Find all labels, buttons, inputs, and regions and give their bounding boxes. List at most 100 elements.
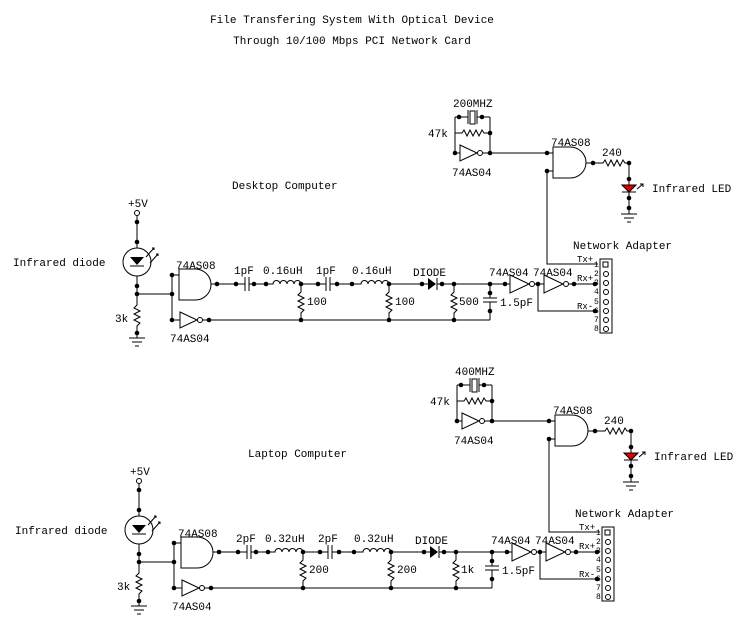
rx-inverter-label: 74AS04 — [170, 334, 210, 346]
led-label: Infrared LED — [652, 184, 732, 196]
transmitter: 74AS08 240 Infrared LED — [546, 406, 734, 533]
res3-label: 1k — [461, 565, 475, 577]
and-gate-icon — [178, 268, 212, 301]
ground-icon — [129, 333, 145, 347]
inductor-icon — [266, 280, 326, 285]
pin-tx-plus: Tx+ — [579, 523, 595, 533]
osc-inverter-label: 74AS04 — [452, 168, 492, 180]
ground-icon — [623, 481, 639, 491]
crystal-icon — [469, 110, 476, 125]
crystal-icon — [471, 378, 478, 393]
res2-label: 100 — [395, 297, 415, 309]
supply-label: +5V — [130, 467, 150, 479]
inverter-icon — [179, 311, 199, 329]
pin-number: 4 — [596, 556, 601, 565]
pin-number: 3 — [596, 547, 601, 556]
pin-number: 6 — [594, 307, 599, 316]
osc-resistor-label: 47k — [430, 397, 450, 409]
pin-tx-plus: Tx+ — [577, 255, 593, 265]
inv2-label: 74AS04 — [533, 268, 573, 280]
detector-label: Infrared diode — [15, 526, 107, 538]
inv1-label: 74AS04 — [491, 536, 531, 548]
inverter-icon — [509, 274, 531, 294]
ind1-label: 0.32uH — [265, 534, 305, 546]
inv2-label: 74AS04 — [535, 536, 575, 548]
resistor-icon — [298, 552, 308, 588]
circuit-desktop: Desktop Computer 200MHZ 47k 74AS04 74AS0… — [13, 99, 732, 347]
pin-number: 5 — [596, 566, 601, 575]
cap1-label: 1pF — [234, 266, 254, 278]
led-resistor-label: 240 — [604, 416, 624, 428]
circuit-title: Desktop Computer — [232, 181, 338, 193]
pin-rx-minus: Rx- — [579, 570, 595, 580]
pin-number: 4 — [594, 288, 599, 297]
led-label: Infrared LED — [654, 452, 734, 464]
and-gate-icon — [554, 414, 589, 447]
cap1-label: 2pF — [236, 534, 256, 546]
pulldown-label: 3k — [115, 314, 129, 326]
inverter-icon — [543, 274, 565, 294]
connector-icon — [599, 258, 613, 334]
title-line-2: Through 10/100 Mbps PCI Network Card — [233, 36, 471, 48]
capacitor-icon — [244, 277, 250, 291]
tx-gate-label: 74AS08 — [553, 406, 593, 418]
ground-icon — [131, 601, 147, 615]
circuit-title: Laptop Computer — [248, 449, 347, 461]
detector-label: Infrared diode — [13, 258, 105, 270]
and-gate-icon — [552, 146, 587, 179]
res1-label: 100 — [307, 297, 327, 309]
transmitter: 74AS08 240 Infrared LED — [544, 138, 732, 265]
network-adapter: Network Adapter Tx+ Rx+ Rx- 1 2 3 4 5 6 … — [573, 241, 672, 334]
ground-icon — [621, 213, 637, 223]
resistor-icon — [384, 284, 394, 320]
cap3-label: 1.5pF — [502, 566, 535, 578]
diode-label: DIODE — [415, 536, 448, 548]
crystal-label: 400MHZ — [455, 367, 495, 379]
inverter-icon — [457, 412, 481, 430]
ind2-label: 0.32uH — [354, 534, 394, 546]
osc-inverter-label: 74AS04 — [454, 436, 494, 448]
capacitor-icon — [246, 545, 252, 559]
resistor-icon — [455, 128, 490, 138]
resistor-icon — [602, 426, 631, 436]
pin-number: 3 — [594, 279, 599, 288]
pin-number: 1 — [594, 261, 599, 270]
pulldown-label: 3k — [117, 582, 131, 594]
title-line-1: File Transfering System With Optical Dev… — [210, 15, 494, 27]
resistor-icon — [449, 284, 459, 320]
rx-gate-label: 74AS08 — [176, 261, 216, 273]
pin-number: 8 — [594, 325, 599, 334]
and-gate-icon — [180, 536, 214, 569]
resistor-icon — [132, 300, 142, 333]
pin-number: 2 — [594, 270, 599, 279]
ind2-label: 0.16uH — [352, 266, 392, 278]
cap2-label: 1pF — [316, 266, 336, 278]
res3-label: 500 — [459, 297, 479, 309]
inverter-icon — [511, 542, 533, 562]
infrared-led-icon — [620, 184, 638, 193]
resistor-icon — [296, 284, 306, 320]
inverter-icon — [545, 542, 567, 562]
adapter-label: Network Adapter — [575, 509, 674, 521]
cap3-label: 1.5pF — [500, 298, 533, 310]
network-adapter: Network Adapter Tx+ Rx+ Rx- 1 2 3 4 5 6 … — [575, 509, 674, 602]
oscillator: 400MHZ 47k 74AS04 — [430, 367, 549, 448]
resistor-icon — [134, 568, 144, 601]
connector-icon — [601, 526, 615, 602]
res2-label: 200 — [397, 565, 417, 577]
ind1-label: 0.16uH — [263, 266, 303, 278]
led-resistor-label: 240 — [602, 148, 622, 160]
pin-number: 5 — [594, 298, 599, 307]
resistor-icon — [600, 158, 629, 168]
inverter-icon — [181, 579, 201, 597]
inductor-icon — [268, 548, 328, 553]
oscillator: 200MHZ 47k 74AS04 — [428, 99, 547, 180]
receiver: 74AS08 74AS04 1pF 0.16uH 100 1pF — [169, 261, 598, 346]
pin-number: 6 — [596, 575, 601, 584]
res1-label: 200 — [309, 565, 329, 577]
detector: +5V Infrared diode 3k — [13, 199, 172, 347]
osc-resistor-label: 47k — [428, 129, 448, 141]
diode-icon — [428, 278, 436, 290]
pin-number: 1 — [596, 529, 601, 538]
circuit-laptop: Laptop Computer 400MHZ 47k 74AS04 74AS08… — [15, 367, 734, 615]
